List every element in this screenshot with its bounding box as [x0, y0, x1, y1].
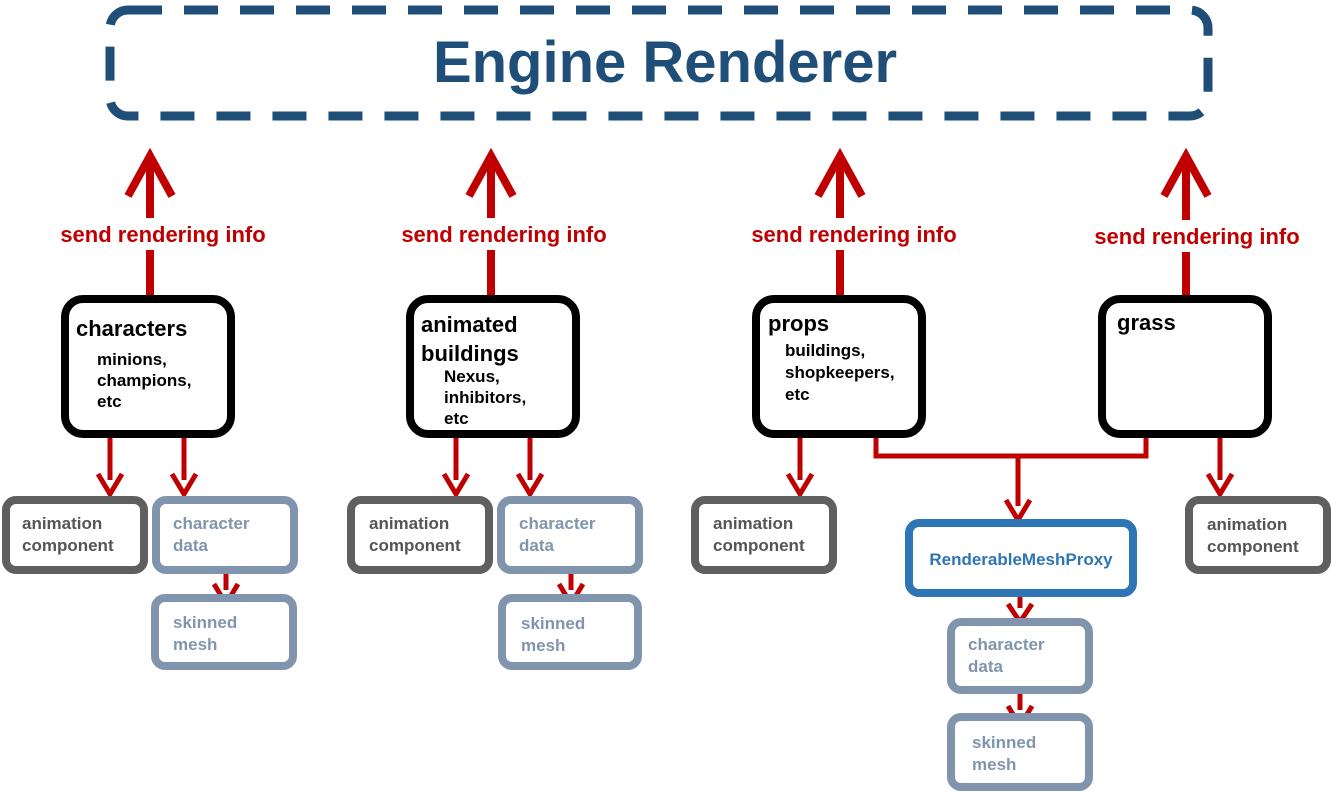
svg-text:data: data [968, 657, 1004, 676]
up-arrow-head-animated-buildings [465, 147, 517, 198]
down-arrows [95, 434, 1235, 731]
engine-renderer-box [105, 5, 1213, 121]
up-arrow-head-grass [1160, 147, 1212, 198]
skinned-mesh-characters: skinned mesh [151, 594, 297, 670]
animation-component-grass: animation component [1185, 496, 1331, 574]
up-arrows [124, 147, 1212, 300]
animation-component-characters: animation component [2, 496, 148, 574]
character-data-characters: character data [152, 496, 298, 574]
svg-text:animation: animation [369, 514, 449, 533]
node-props-title: props [768, 311, 829, 336]
node-props-line-3: etc [785, 385, 810, 404]
svg-text:mesh: mesh [521, 636, 565, 655]
svg-text:component: component [22, 536, 114, 555]
node-characters-line-1: minions, [97, 350, 167, 369]
svg-text:skinned: skinned [972, 733, 1036, 752]
skinned-mesh-proxy: skinned mesh [947, 713, 1093, 791]
svg-text:data: data [173, 536, 209, 555]
svg-text:component: component [713, 536, 805, 555]
node-characters-title: characters [76, 316, 187, 341]
svg-text:component: component [369, 536, 461, 555]
send-label-characters: send rendering info [60, 222, 265, 247]
node-characters-line-3: etc [97, 392, 122, 411]
svg-text:skinned: skinned [521, 614, 585, 633]
engine-renderer-title: Engine Renderer [433, 30, 897, 95]
svg-text:mesh: mesh [173, 635, 217, 654]
svg-text:animation: animation [1207, 515, 1287, 534]
svg-text:character: character [519, 514, 596, 533]
node-props-line-2: shopkeepers, [785, 363, 895, 382]
renderable-mesh-proxy: RenderableMeshProxy [905, 519, 1137, 597]
node-props: props buildings, shopkeepers, etc [752, 295, 926, 438]
node-characters-line-2: champions, [97, 371, 191, 390]
animation-component-animated-buildings: animation component [347, 496, 493, 574]
svg-text:character: character [968, 635, 1045, 654]
animation-component-props: animation component [691, 496, 837, 574]
up-arrow-head-characters [124, 147, 176, 198]
svg-text:animation: animation [22, 514, 102, 533]
node-animated-buildings-title-1: animated [421, 312, 518, 337]
node-grass-title: grass [1117, 310, 1176, 335]
character-data-animated-buildings: character data [497, 496, 643, 574]
node-animated-buildings: animated buildings Nexus, inhibitors, et… [406, 295, 580, 438]
svg-text:skinned: skinned [173, 613, 237, 632]
node-animated-buildings-title-2: buildings [421, 341, 519, 366]
skinned-mesh-animated-buildings: skinned mesh [498, 594, 642, 670]
node-props-line-1: buildings, [785, 341, 865, 360]
send-label-animated-buildings: send rendering info [401, 222, 606, 247]
svg-text:animation: animation [713, 514, 793, 533]
node-animated-buildings-line-1: Nexus, [444, 367, 500, 386]
svg-text:character: character [173, 514, 250, 533]
send-label-grass: send rendering info [1094, 224, 1299, 249]
send-label-props: send rendering info [751, 222, 956, 247]
node-grass: grass [1098, 295, 1272, 438]
node-animated-buildings-line-2: inhibitors, [444, 388, 526, 407]
svg-text:data: data [519, 536, 555, 555]
node-characters: characters minions, champions, etc [61, 295, 235, 438]
up-arrow-head-props [814, 147, 866, 198]
svg-text:mesh: mesh [972, 755, 1016, 774]
renderable-mesh-proxy-label: RenderableMeshProxy [929, 550, 1113, 569]
svg-text:component: component [1207, 537, 1299, 556]
node-animated-buildings-line-3: etc [444, 409, 469, 428]
character-data-proxy: character data [947, 618, 1093, 694]
send-labels: send rendering info send rendering info … [40, 218, 1320, 252]
